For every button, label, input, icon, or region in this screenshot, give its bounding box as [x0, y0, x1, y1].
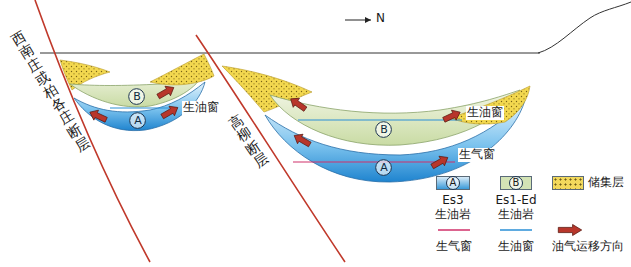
callout-circle: A: [129, 112, 146, 129]
reservoir-layer: [450, 86, 530, 124]
north-label: N: [376, 12, 385, 26]
legend-text: 油气运移方向: [552, 240, 624, 254]
reservoir-layer: [150, 54, 214, 85]
circle-shape: [376, 160, 392, 176]
migration-arrow: [155, 83, 176, 102]
migration-arrow: [291, 131, 312, 150]
fault-line: [196, 35, 345, 262]
migration-arrow: [159, 103, 180, 122]
migration-arrow: [429, 153, 450, 172]
legend-swatch: [552, 176, 584, 190]
legend-text: Es3 生油岩: [430, 194, 476, 222]
circle-shape: [130, 113, 146, 129]
circle-shape: [376, 122, 392, 138]
legend-text: Es1-Ed 生油岩: [491, 194, 541, 222]
gas-window-line: [293, 161, 455, 162]
gas-window-label: 生气窗: [458, 148, 496, 162]
legend-oil-line: [500, 229, 532, 231]
circle-letter: A: [380, 162, 388, 174]
mountain-profile: [538, 2, 631, 53]
fault-name: 高柳断层: [226, 112, 272, 171]
oil-window-line: [298, 119, 462, 120]
callout-circle: B: [375, 121, 392, 138]
legend-gas-line: [438, 229, 470, 231]
migration-arrow: [88, 107, 109, 125]
circle-letter: A: [134, 115, 142, 127]
oil-window-label: 生油窗: [466, 106, 504, 120]
legend-text: 生气窗: [436, 240, 472, 254]
fault-name: 西南庄或柏各庄断层: [9, 29, 92, 155]
circle-letter: B: [380, 124, 388, 136]
es1-ed-source-rock: [270, 90, 520, 145]
north-arrow: [345, 20, 371, 21]
circle-letter: B: [133, 91, 141, 103]
circle-shape: [129, 89, 145, 105]
legend-arrow: [558, 225, 581, 236]
callout-circle: A: [375, 159, 392, 176]
legend-text: 储集层: [588, 176, 624, 190]
oil-window-line: [110, 107, 178, 108]
migration-arrow: [287, 94, 308, 113]
oil-window-label: 生油窗: [182, 101, 220, 115]
legend-text: 生油窗: [498, 240, 534, 254]
ground-line: [40, 53, 540, 54]
migration-arrow: [442, 107, 463, 125]
fault-line: [35, 0, 150, 262]
callout-circle: B: [128, 88, 145, 105]
